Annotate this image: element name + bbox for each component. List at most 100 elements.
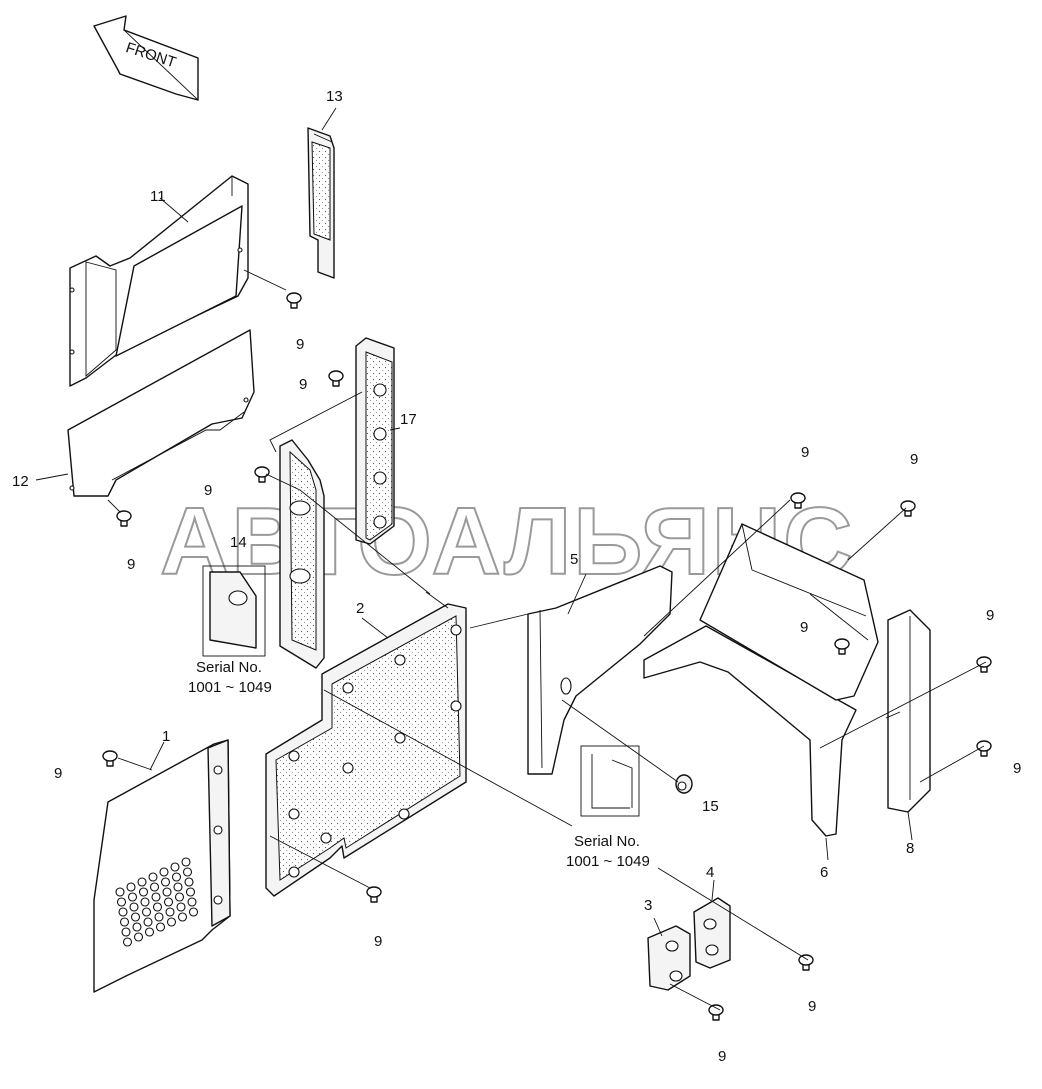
part-14-bracket [279,439,325,669]
perforation-hole [115,887,125,897]
part-6-floor-panel [643,523,879,837]
front-arrow: FRONT [93,15,199,102]
perforation-hole [187,897,197,907]
leader-lines [35,107,987,1011]
bolt-icon [286,292,302,309]
part-2-foam-panel [265,603,467,897]
serial-note-1-line1: Serial No. [196,659,262,676]
perforation-hole [126,882,136,892]
perforation-hole [163,897,174,907]
callout-labels: 13 11 9 9 17 12 9 9 14 2 5 9 9 9 9 9 15 … [12,88,1021,1065]
bolt-icon [708,1004,724,1021]
bolt-icon [254,466,270,483]
bolt-icon [900,500,916,517]
perforation-hole [119,917,130,927]
part-17-foam-block [355,337,395,545]
perforation-hole [165,907,175,917]
perforation-hole [129,902,139,912]
perforation-hole [181,857,191,867]
perforation-hole [122,937,133,947]
perforation-hole [160,877,171,887]
callout-9-near-2: 9 [374,933,382,950]
perforation-grid [115,857,199,947]
callout-9-near-17: 9 [299,376,307,393]
callout-9-near-5a: 9 [801,444,809,461]
callout-9-near-14: 9 [204,482,212,499]
perforation-hole [162,887,172,897]
perforation-hole [151,892,161,902]
serial-note-2-line1: Serial No. [574,833,640,850]
perforation-hole [121,927,131,937]
callout-13: 13 [326,88,343,105]
part-3-block [647,925,691,991]
callout-5: 5 [570,551,578,568]
bolt-icon [328,370,344,387]
perforation-hole [173,882,183,892]
part-5-side-panel [527,565,673,775]
callout-9-near-8a: 9 [986,607,994,624]
callout-9-near-4: 9 [808,998,816,1015]
callout-9-near-1: 9 [54,765,62,782]
perforation-hole [127,892,138,902]
perforation-hole [133,932,144,942]
part-15-grommet [675,774,693,794]
part-13-strip [307,127,335,279]
callout-2: 2 [356,600,364,617]
perforation-hole [176,902,186,912]
callout-1: 1 [162,728,170,745]
callout-9-near-6: 9 [800,619,808,636]
perforation-hole [118,907,128,917]
perforation-hole [159,867,169,877]
callout-9-near-11: 9 [296,336,304,353]
perforation-hole [143,917,153,927]
bolt-icon [102,750,118,767]
bolt-icon [116,510,132,527]
bolt-icon [366,886,382,903]
callout-17: 17 [400,411,417,428]
perforation-hole [149,882,160,892]
part-4-block [693,897,731,969]
perforation-hole [141,907,152,917]
callout-14: 14 [230,534,247,551]
callout-11: 11 [150,188,166,205]
perforation-hole [166,917,177,927]
perforation-hole [184,877,194,887]
serial-note-1-line2: 1001 ~ 1049 [188,679,272,696]
callout-8: 8 [906,840,914,857]
part-11-frame [69,175,249,387]
perforation-hole [170,862,180,872]
perforation-hole [116,897,127,907]
callout-9-near-3: 9 [718,1048,726,1065]
perforation-hole [130,912,141,922]
part-8-strip [887,609,931,813]
perforation-hole [144,927,155,937]
perforation-hole [171,872,182,882]
perforation-hole [138,887,149,897]
perforation-hole [148,872,158,882]
perforation-hole [137,877,147,887]
perforation-hole [140,897,150,907]
serial-inset-1: Serial No. 1001 ~ 1049 [188,565,272,696]
perforation-hole [185,887,196,897]
perforation-hole [188,907,199,917]
callout-4: 4 [706,864,714,881]
part-12-panel [67,329,255,497]
callout-9-near-5b: 9 [910,451,918,468]
perforation-hole [154,912,164,922]
perforation-hole [155,922,166,932]
callout-9-near-12: 9 [127,556,135,573]
perforation-hole [182,867,193,877]
callout-9-near-8b: 9 [1013,760,1021,777]
perforation-hole [177,912,188,922]
part-1-perforated-panel [93,739,231,993]
callout-6: 6 [820,864,828,881]
serial-note-2-line2: 1001 ~ 1049 [566,853,650,870]
callout-3: 3 [644,897,652,914]
serial-inset-2: Serial No. 1001 ~ 1049 [566,745,650,870]
callout-15: 15 [702,798,719,815]
bolt-icon [798,954,814,971]
perforation-hole [152,902,163,912]
perforation-hole [174,892,185,902]
bolt-icon [790,492,806,509]
